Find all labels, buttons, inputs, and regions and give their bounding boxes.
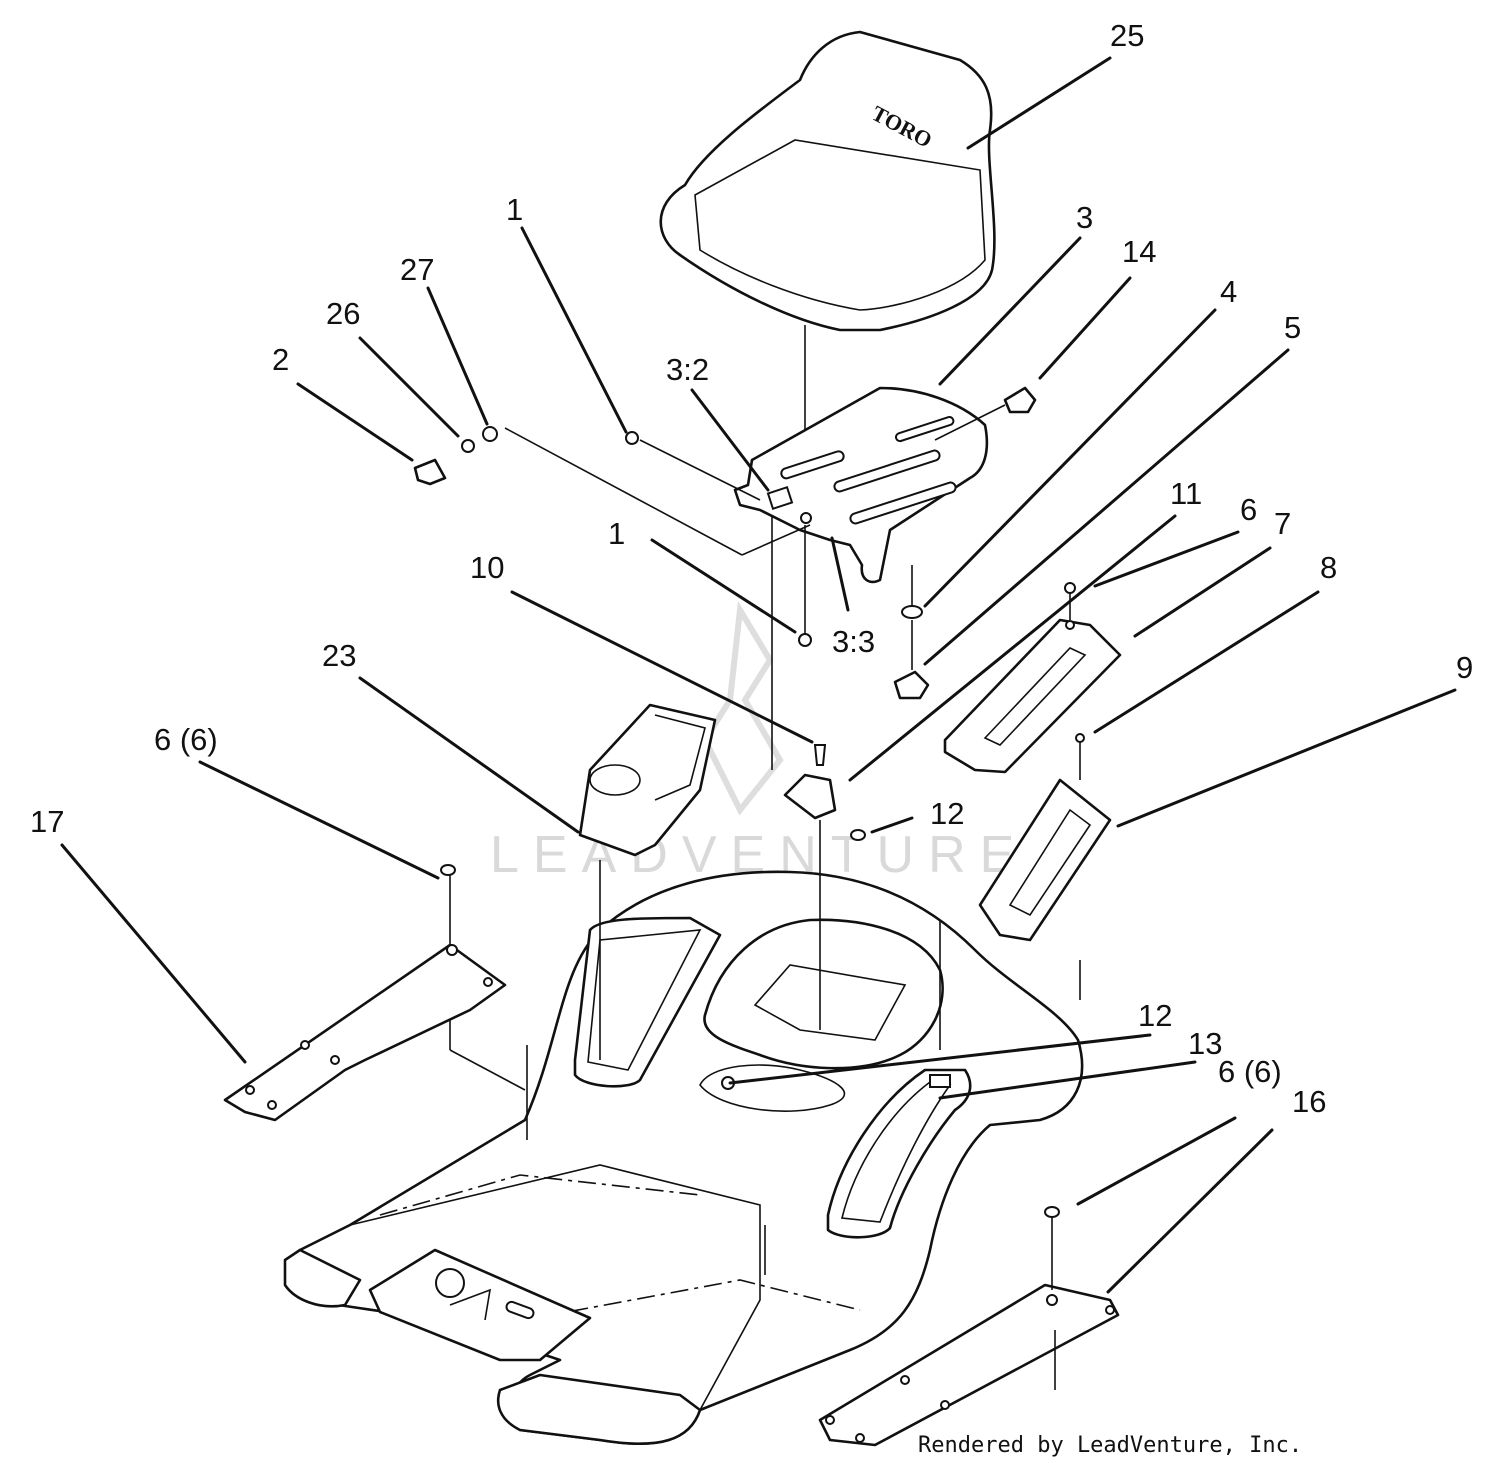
callout-labels: 25 1 27 26 2 3 14 4 5 3:2 1 3:3 11 6 7 8… [30,18,1473,1119]
gate-9 [978,733,1112,942]
leader-25 [966,56,1112,150]
callout-6-6-right: 6 (6) [1218,1054,1282,1089]
leader-9 [1116,688,1457,828]
callout-25: 25 [1110,18,1144,53]
callout-26: 26 [326,296,360,331]
callout-2: 2 [272,342,289,377]
callout-4: 4 [1220,274,1237,309]
leader-1-top [520,226,628,434]
callout-6-top: 6 [1240,492,1257,527]
leader-3-2 [690,388,770,492]
callout-23: 23 [322,638,356,673]
callout-27: 27 [400,252,434,287]
leader-6-6-right [1076,1116,1237,1206]
callout-12-lower: 12 [1138,998,1172,1033]
callout-5: 5 [1284,310,1301,345]
callout-16: 16 [1292,1084,1326,1119]
callout-12-upper: 12 [930,796,964,831]
knob-14 [1003,386,1037,414]
leader-3 [938,236,1082,386]
callout-7: 7 [1274,506,1291,541]
leader-6-6-left [198,760,440,880]
leader-23 [358,676,580,834]
callout-1-mid: 1 [608,516,625,551]
watermark: LEADVENTURE [490,600,1014,884]
leader-4 [923,308,1217,608]
callout-17: 17 [30,804,64,839]
leader-11 [848,514,1177,782]
callout-3-3: 3:3 [832,624,875,659]
leader-7 [1133,546,1272,638]
leader-1-mid [650,538,797,634]
seat-25: TORO [659,30,996,440]
leader-8 [1093,590,1320,734]
callout-11: 11 [1170,476,1202,511]
callout-1-top: 1 [506,192,523,227]
leader-3-3 [830,536,850,612]
knob-clip-cluster [413,426,811,556]
leader-26 [358,336,460,438]
seat-bracket-3 [733,386,1006,770]
clip-13 [929,1074,951,1088]
leader-6-top [1093,530,1240,588]
fender-chassis [283,870,1084,1446]
callout-6-6-left: 6 (6) [154,722,218,757]
callout-3: 3 [1076,200,1093,235]
leader-13 [938,1060,1197,1100]
leader-12-lower [728,1033,1152,1085]
callout-3-2: 3:2 [666,352,709,387]
leader-17 [60,843,247,1064]
render-credit: Rendered by LeadVenture, Inc. [918,1433,1302,1458]
bracket-11 [783,744,866,1030]
leader-14 [1038,276,1132,380]
plate-7 [943,582,1122,774]
knob-5 [893,670,930,700]
leader-2 [296,382,414,462]
leader-lines [60,56,1457,1294]
leader-10 [510,590,814,744]
leader-16 [1106,1128,1274,1294]
callout-8: 8 [1320,550,1337,585]
callout-10: 10 [470,550,504,585]
plate-17 [223,864,507,1122]
leader-12-upper [870,816,914,834]
cupholder-23 [578,703,717,1060]
callout-14: 14 [1122,234,1156,269]
leader-27 [426,286,489,426]
plate-16 [818,1206,1120,1447]
washer-4 [901,605,923,670]
nut-1-mid [798,633,812,647]
callout-13: 13 [1188,1026,1222,1061]
leader-5 [923,348,1290,666]
callout-9: 9 [1456,650,1473,685]
